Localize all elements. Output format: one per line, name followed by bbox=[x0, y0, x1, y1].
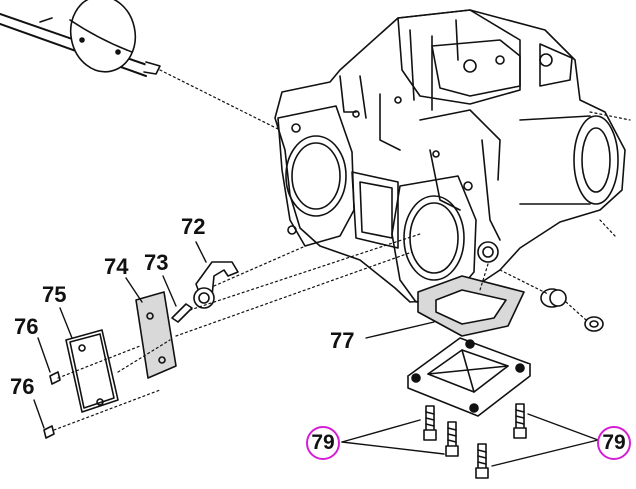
bottom-gasket bbox=[417, 275, 525, 337]
screw bbox=[445, 421, 459, 457]
screw bbox=[423, 405, 437, 441]
cover-gasket bbox=[135, 291, 177, 379]
callout-77: 77 bbox=[330, 328, 355, 353]
screw-small bbox=[43, 425, 55, 439]
pin bbox=[171, 303, 193, 323]
leader-lines bbox=[33, 241, 599, 467]
washer bbox=[584, 316, 604, 332]
callout-75: 75 bbox=[42, 282, 67, 307]
fitting-nut bbox=[540, 288, 567, 308]
side-cover-plate bbox=[65, 329, 119, 413]
callout-74: 74 bbox=[104, 254, 129, 279]
bottom-cover-plate bbox=[407, 337, 531, 417]
callout-76-upper: 76 bbox=[14, 314, 39, 339]
carburetor-body bbox=[274, 9, 626, 303]
screw-small bbox=[49, 371, 61, 385]
callout-76-lower: 76 bbox=[10, 374, 35, 399]
callout-79-right: 79 bbox=[597, 426, 631, 460]
screw bbox=[475, 443, 489, 479]
callout-79-left: 79 bbox=[306, 426, 340, 460]
callout-73: 73 bbox=[144, 250, 169, 275]
callout-72: 72 bbox=[181, 214, 206, 239]
screw bbox=[513, 403, 527, 439]
throttle-shaft-assembly bbox=[0, 0, 161, 77]
assembly-lines bbox=[53, 69, 631, 431]
throttle-lever bbox=[193, 261, 239, 309]
